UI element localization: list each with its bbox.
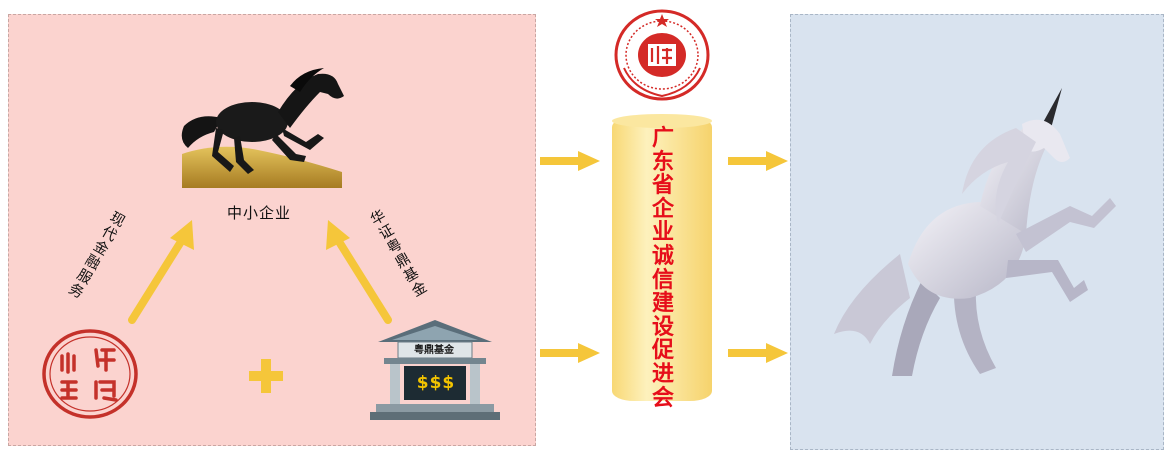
black-horse-icon [178,62,344,190]
arrow-right-icon [540,151,600,171]
association-column: 广东省企业诚信建设促进会 [610,113,714,410]
arrow-right-icon [728,151,788,171]
plus-icon [249,359,283,393]
white-unicorn-icon [830,84,1120,380]
arrow-right-icon [728,343,788,363]
association-name: 广东省企业诚信建设促进会 [651,126,674,411]
red-seal-stamp-icon [40,326,140,422]
arrow-up-right-icon [128,220,194,324]
association-emblem-icon [604,8,720,102]
bank-money-text: $$$ [416,373,456,393]
sme-label: 中小企业 [226,204,291,222]
bank-sign-text: 粤鼎基金 [414,345,454,356]
bank-building-icon: 粤鼎基金 $$$ [368,318,502,422]
arrow-right-icon [540,343,600,363]
arrow-up-left-icon [326,220,392,324]
